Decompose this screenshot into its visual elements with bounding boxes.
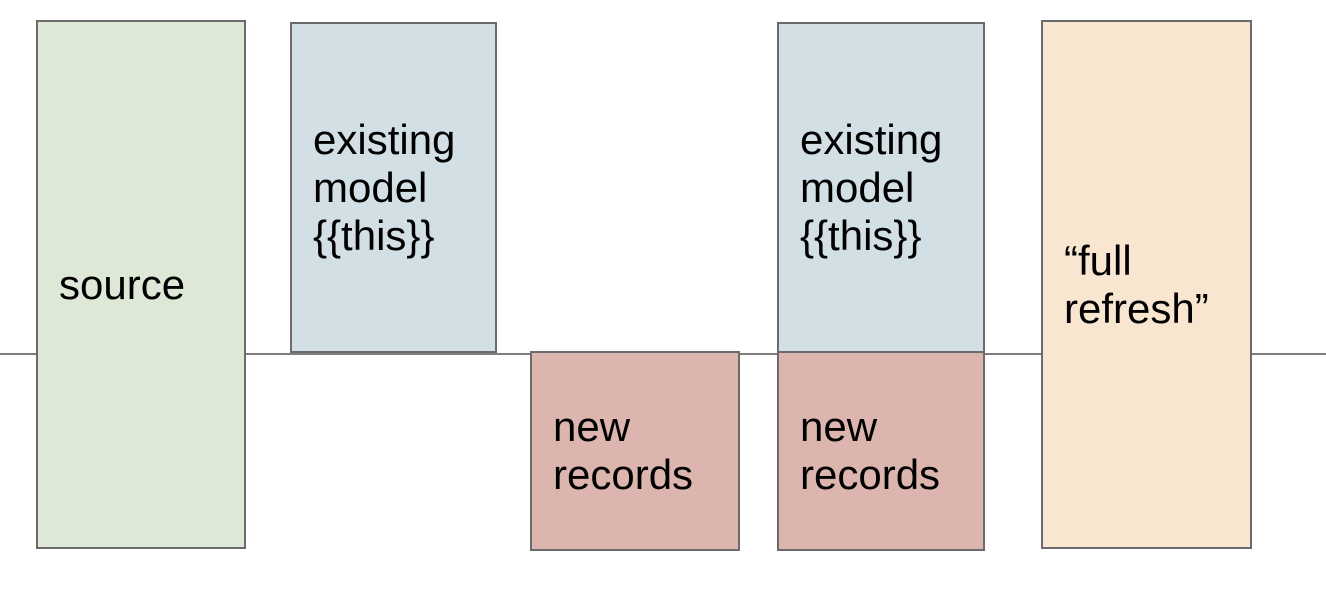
existing-model-box-1: existing model {{this}} bbox=[290, 22, 497, 353]
full-refresh-box-label: “full refresh” bbox=[1064, 236, 1209, 332]
source-box-label: source bbox=[59, 260, 186, 308]
source-box: source bbox=[36, 20, 246, 549]
existing-model-box-2-label: existing model {{this}} bbox=[800, 115, 943, 259]
new-records-box-2: new records bbox=[777, 351, 985, 551]
new-records-box-2-label: new records bbox=[800, 403, 941, 498]
existing-model-box-1-label: existing model {{this}} bbox=[313, 115, 456, 259]
existing-model-box-2: existing model {{this}} bbox=[777, 22, 985, 353]
full-refresh-box: “full refresh” bbox=[1041, 20, 1252, 549]
new-records-box-1: new records bbox=[530, 351, 740, 551]
new-records-box-1-label: new records bbox=[553, 403, 694, 498]
